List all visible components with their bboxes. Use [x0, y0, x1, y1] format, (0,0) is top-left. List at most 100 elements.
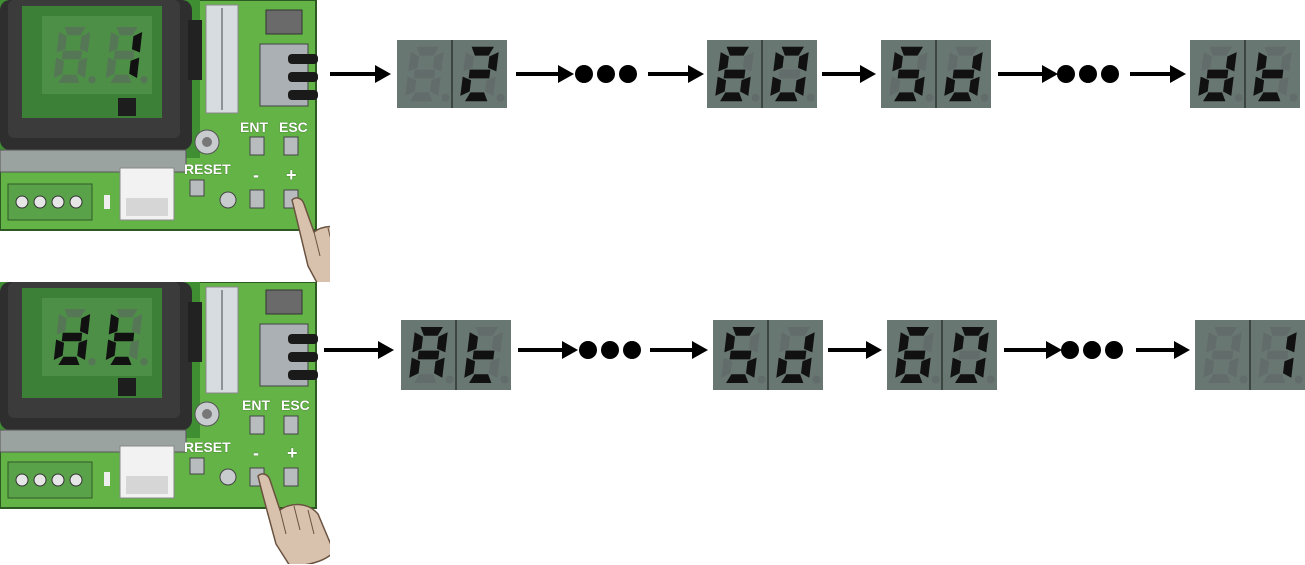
segment-e — [1203, 357, 1215, 378]
arrow-icon — [518, 341, 578, 359]
segment-b — [131, 314, 143, 335]
segment-a — [900, 46, 923, 56]
segment-g — [61, 50, 83, 60]
decimal-point — [140, 76, 148, 84]
decimal-point — [812, 375, 821, 384]
segment-f — [1256, 52, 1267, 72]
segment-g — [468, 69, 491, 79]
segment-e — [715, 76, 727, 96]
segment-d — [1203, 92, 1226, 102]
arrow-icon — [822, 65, 876, 83]
segment-b — [797, 52, 809, 72]
arrow-icon — [324, 341, 394, 359]
segment-d — [781, 374, 804, 383]
seven-segment-digit — [409, 327, 454, 384]
ent-label: ENT — [240, 119, 268, 135]
segment-e — [53, 57, 65, 78]
seven-segment-display — [1190, 40, 1300, 108]
decimal-point — [140, 358, 148, 366]
segment-g — [778, 69, 801, 79]
segment-e — [1198, 76, 1210, 96]
seven-segment-display — [707, 40, 817, 108]
decimal-point — [806, 93, 815, 102]
segment-b — [491, 332, 503, 353]
segment-c — [1283, 357, 1294, 378]
seven-segment-digit — [1258, 327, 1303, 384]
segment-d — [775, 92, 798, 102]
seven-segment-digit — [1203, 327, 1248, 384]
decimal-point — [445, 375, 454, 384]
segment-e — [405, 76, 417, 96]
seven-segment-digit — [53, 27, 96, 84]
arrow-icon — [330, 65, 391, 83]
seven-segment-display — [1195, 320, 1305, 390]
segment-a — [1269, 327, 1292, 336]
decimal-point — [925, 93, 934, 102]
pressing-hand-icon — [257, 473, 330, 564]
seven-segment-digit — [770, 46, 815, 102]
segment-f — [467, 332, 478, 353]
seven-segment-digit — [1253, 46, 1298, 102]
sequence-row-2 — [324, 320, 1305, 390]
segment-a — [116, 27, 138, 36]
segment-f — [724, 332, 735, 353]
segment-g — [1266, 350, 1289, 360]
decimal-point — [1234, 93, 1243, 102]
segment-d — [1208, 374, 1231, 383]
decimal-point — [88, 358, 96, 366]
seven-segment-display — [881, 40, 991, 108]
decimal-point — [757, 375, 766, 384]
segment-g — [61, 332, 83, 342]
segment-d — [414, 374, 437, 383]
segment-e — [1253, 76, 1265, 96]
segment-d — [1263, 374, 1286, 383]
segment-c — [430, 76, 441, 96]
board-display — [53, 27, 148, 84]
segment-d — [465, 92, 488, 102]
segment-b — [742, 52, 754, 72]
segment-a — [64, 27, 86, 36]
segment-b — [1230, 332, 1242, 353]
seven-segment-digit — [950, 327, 995, 384]
segment-f — [412, 332, 423, 353]
arrow-icon — [1004, 341, 1062, 359]
segment-f — [56, 32, 67, 53]
segment-a — [1209, 46, 1232, 56]
seven-segment-display — [713, 320, 823, 390]
segment-b — [803, 332, 815, 353]
segment-f — [108, 32, 119, 53]
board-display — [53, 309, 148, 366]
segment-b — [487, 52, 499, 72]
segment-g — [472, 350, 495, 360]
segment-a — [471, 46, 494, 56]
segment-g — [1206, 69, 1229, 79]
seven-segment-digit — [721, 327, 766, 384]
segment-f — [718, 52, 729, 72]
decimal-point — [88, 76, 96, 84]
segment-c — [129, 57, 140, 78]
segment-d — [726, 374, 749, 383]
segment-c — [489, 357, 500, 378]
arrow-icon — [648, 65, 704, 83]
segment-e — [889, 76, 901, 96]
segment-a — [955, 46, 978, 56]
minus-label: - — [253, 165, 259, 185]
decimal-point — [500, 375, 509, 384]
segment-a — [1214, 327, 1237, 336]
segment-e — [105, 57, 117, 78]
segment-d — [720, 92, 743, 102]
segment-a — [475, 327, 498, 336]
segment-c — [129, 339, 140, 360]
segment-b — [971, 52, 983, 72]
segment-f — [953, 332, 964, 353]
segment-g — [417, 350, 440, 360]
segment-b — [977, 332, 989, 353]
segment-d — [469, 374, 492, 383]
control-board-drawing — [0, 282, 330, 564]
seven-segment-digit — [944, 46, 989, 102]
segment-f — [947, 52, 958, 72]
segment-b — [922, 332, 934, 353]
segment-a — [726, 46, 749, 56]
seven-segment-digit — [1198, 46, 1243, 102]
segment-b — [748, 332, 760, 353]
